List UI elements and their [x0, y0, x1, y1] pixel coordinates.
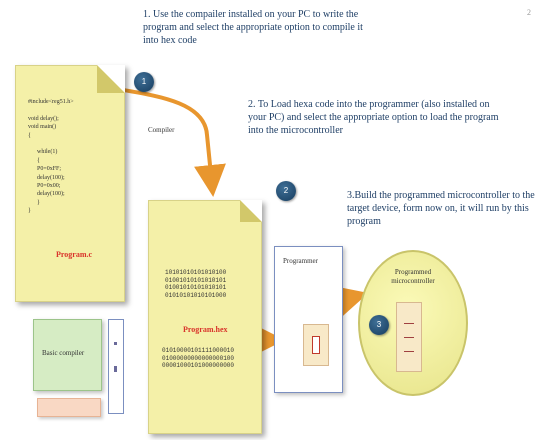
programmer-box: Programmer — [274, 246, 343, 393]
page-fold — [240, 200, 262, 222]
hex-line: 00001000101000000000 — [162, 362, 235, 369]
programmed-microcontroller-circle: Programmed microcontroller — [358, 250, 468, 396]
device-mark — [114, 366, 117, 372]
page-number: 2 — [527, 8, 531, 17]
hex-line: 01001010101010101 — [165, 276, 227, 284]
programmer-socket — [303, 324, 329, 366]
source-code-document: #include<reg51.h> void delay(); void mai… — [15, 65, 125, 302]
hex-line: 01010101010101000 — [165, 291, 227, 299]
step-1-text: 1. Use the compailer installed on your P… — [143, 9, 363, 46]
pink-bar — [37, 398, 101, 417]
chip-pin — [404, 337, 414, 338]
step-2-badge: 2 — [276, 181, 296, 201]
microcontroller-chip — [396, 302, 422, 372]
compile-arrow — [111, 86, 226, 197]
step-3-badge: 3 — [369, 315, 389, 335]
step-1-badge: 1 — [134, 72, 154, 92]
page-fold — [97, 65, 125, 93]
hex-file-document: 10101010101010100 01001010101010101 0100… — [148, 200, 262, 434]
programmer-to-micro-arrow — [324, 284, 369, 323]
chip-icon — [312, 336, 320, 354]
hex-line: 10101010101010100 — [165, 269, 227, 276]
basic-compiler-box: Basic compiler — [33, 319, 102, 391]
device-strip — [108, 319, 124, 414]
step-3-text: 3.Build the programmed microcontroller t… — [347, 190, 535, 227]
chip-pin — [404, 351, 414, 352]
hex-lines-bottom: 01010000101111000010 0100000000000000010… — [162, 347, 234, 370]
micro-title: Programmed microcontroller — [391, 268, 435, 285]
hex-line: 01001010101010101 — [165, 284, 227, 291]
program-hex-label: Program.hex — [183, 325, 228, 334]
compiler-label: Compiler — [148, 126, 175, 134]
hex-lines-top: 10101010101010100 01001010101010101 0100… — [165, 269, 226, 299]
source-code: #include<reg51.h> void delay(); void mai… — [28, 99, 74, 215]
device-mark — [114, 342, 117, 345]
hex-line: 01010000101111000010 — [162, 347, 235, 354]
hex-line: 01000000000000000100 — [162, 354, 235, 362]
program-c-label: Program.c — [56, 250, 93, 259]
step-2-text: 2. To Load hexa code into the programmer… — [248, 99, 499, 136]
programmer-title: Programmer — [283, 257, 318, 265]
chip-pin — [404, 323, 414, 324]
basic-compiler-label: Basic compiler — [42, 349, 85, 357]
